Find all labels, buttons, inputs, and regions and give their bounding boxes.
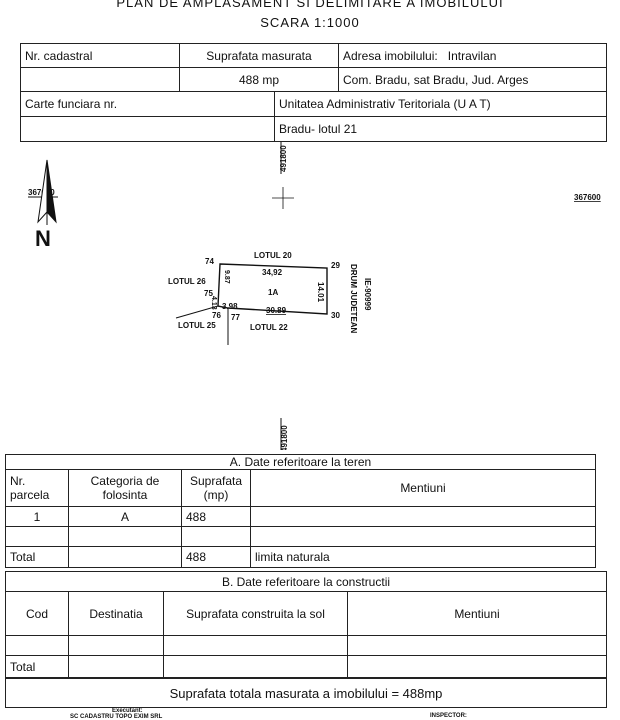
nr-cadastral-value <box>20 67 180 92</box>
adresa-value: Com. Bradu, sat Bradu, Jud. Arges <box>338 67 607 92</box>
row1-mentiuni <box>250 506 596 527</box>
point-76: 76 <box>212 311 221 320</box>
uat-value: Bradu- lotul 21 <box>274 116 607 142</box>
header-mentiuni-b: Mentiuni <box>347 591 607 636</box>
point-29: 29 <box>331 261 340 270</box>
header-mentiuni: Mentiuni <box>250 469 596 507</box>
adresa-label: Adresa imobilului: <box>343 48 438 63</box>
header-suprafata-construita: Suprafata construita la sol <box>163 591 348 636</box>
header-suprafata: Suprafata (mp) <box>181 469 251 507</box>
coord-right-label: 367600 <box>574 193 601 202</box>
point-75: 75 <box>204 289 213 298</box>
suprafata-value: 488 mp <box>179 67 339 92</box>
carte-value <box>20 116 275 142</box>
total-label: Total <box>5 546 69 568</box>
header-cod: Cod <box>5 591 69 636</box>
dim-top: 34,92 <box>262 268 283 277</box>
scale-label: SCARA 1:1000 <box>260 15 360 30</box>
site-plan: 491800 367600 367600 N LOTUL 20 LOTUL 26… <box>28 142 601 450</box>
total-mentiuni: limita naturala <box>250 546 596 568</box>
inspector-label: INSPECTOR: <box>430 713 467 719</box>
nr-cadastral-label: Nr. cadastral <box>20 43 180 68</box>
neighbor-boundary-west <box>175 305 219 319</box>
table-a: A. Date referitoare la teren Nr. parcela… <box>5 454 596 568</box>
lot-west-label: LOTUL 26 <box>168 277 206 286</box>
row1-nr: 1 <box>5 506 69 527</box>
uat-label: Unitatea Administrativ Teritoriala (U A … <box>274 91 607 117</box>
point-30: 30 <box>331 311 340 320</box>
row1-categoria: A <box>68 506 182 527</box>
dim-left-lower: 4.13 <box>210 296 217 310</box>
north-label: N <box>35 226 51 251</box>
table-b-title: B. Date referitoare la constructii <box>5 571 607 592</box>
dim-left: 9.87 <box>223 270 230 284</box>
lot-north-label: LOTUL 20 <box>254 251 292 260</box>
total-row: Total <box>5 655 607 678</box>
header-categoria: Categoria de folosinta <box>68 469 182 507</box>
table-a-title: A. Date referitoare la teren <box>5 454 596 470</box>
road-label: DRUM JUDETEAN <box>349 264 358 334</box>
parcel-id-label: 1A <box>268 288 278 297</box>
table-b: B. Date referitoare la constructii Cod D… <box>5 571 607 678</box>
lot-southwest-label: LOTUL 25 <box>178 321 216 330</box>
coord-left-label: 367600 <box>28 188 55 197</box>
coord-bottom-label: 491800 <box>280 425 289 450</box>
carte-table: Carte funciara nr. Unitatea Administrati… <box>20 91 607 142</box>
point-77: 77 <box>231 313 240 322</box>
summary-box: Suprafata totala masurata a imobilului =… <box>5 678 607 708</box>
header-nr-parcela: Nr. parcela <box>5 469 69 507</box>
total-row: Total 488 limita naturala <box>5 546 596 568</box>
table-row <box>5 526 596 547</box>
road-code-label: IE-90999 <box>363 278 372 311</box>
parcel-outline <box>217 263 328 315</box>
dim-right: 14.01 <box>316 282 325 303</box>
total-suprafata: 488 <box>181 546 251 568</box>
info-table: Nr. cadastral Suprafata masurata Adresa … <box>20 43 607 92</box>
dim-step: 3.98 <box>222 302 238 311</box>
table-row: 1 A 488 <box>5 506 596 527</box>
row1-suprafata: 488 <box>181 506 251 527</box>
executant-name: SC CADASTRU TOPO EXIM SRL <box>70 714 163 720</box>
coord-top-label: 491800 <box>279 145 288 172</box>
lot-south-label: LOTUL 22 <box>250 323 288 332</box>
suprafata-label: Suprafata masurata <box>179 43 339 68</box>
summary-text: Suprafata totala masurata a imobilului =… <box>169 685 443 701</box>
adresa-cell: Adresa imobilului: Intravilan <box>338 43 607 68</box>
header-destinatia: Destinatia <box>68 591 164 636</box>
dim-bottom: 30.89 <box>266 306 287 315</box>
point-74: 74 <box>205 257 214 266</box>
carte-label: Carte funciara nr. <box>20 91 275 117</box>
north-arrow-icon <box>37 159 57 225</box>
executant-label: Executant: <box>112 708 143 714</box>
adresa-type: Intravilan <box>447 48 497 63</box>
table-b-total-label: Total <box>5 655 69 678</box>
document-title: PLAN DE AMPLASAMENT SI DELIMITARE A IMOB… <box>116 0 504 10</box>
table-row <box>5 635 607 656</box>
